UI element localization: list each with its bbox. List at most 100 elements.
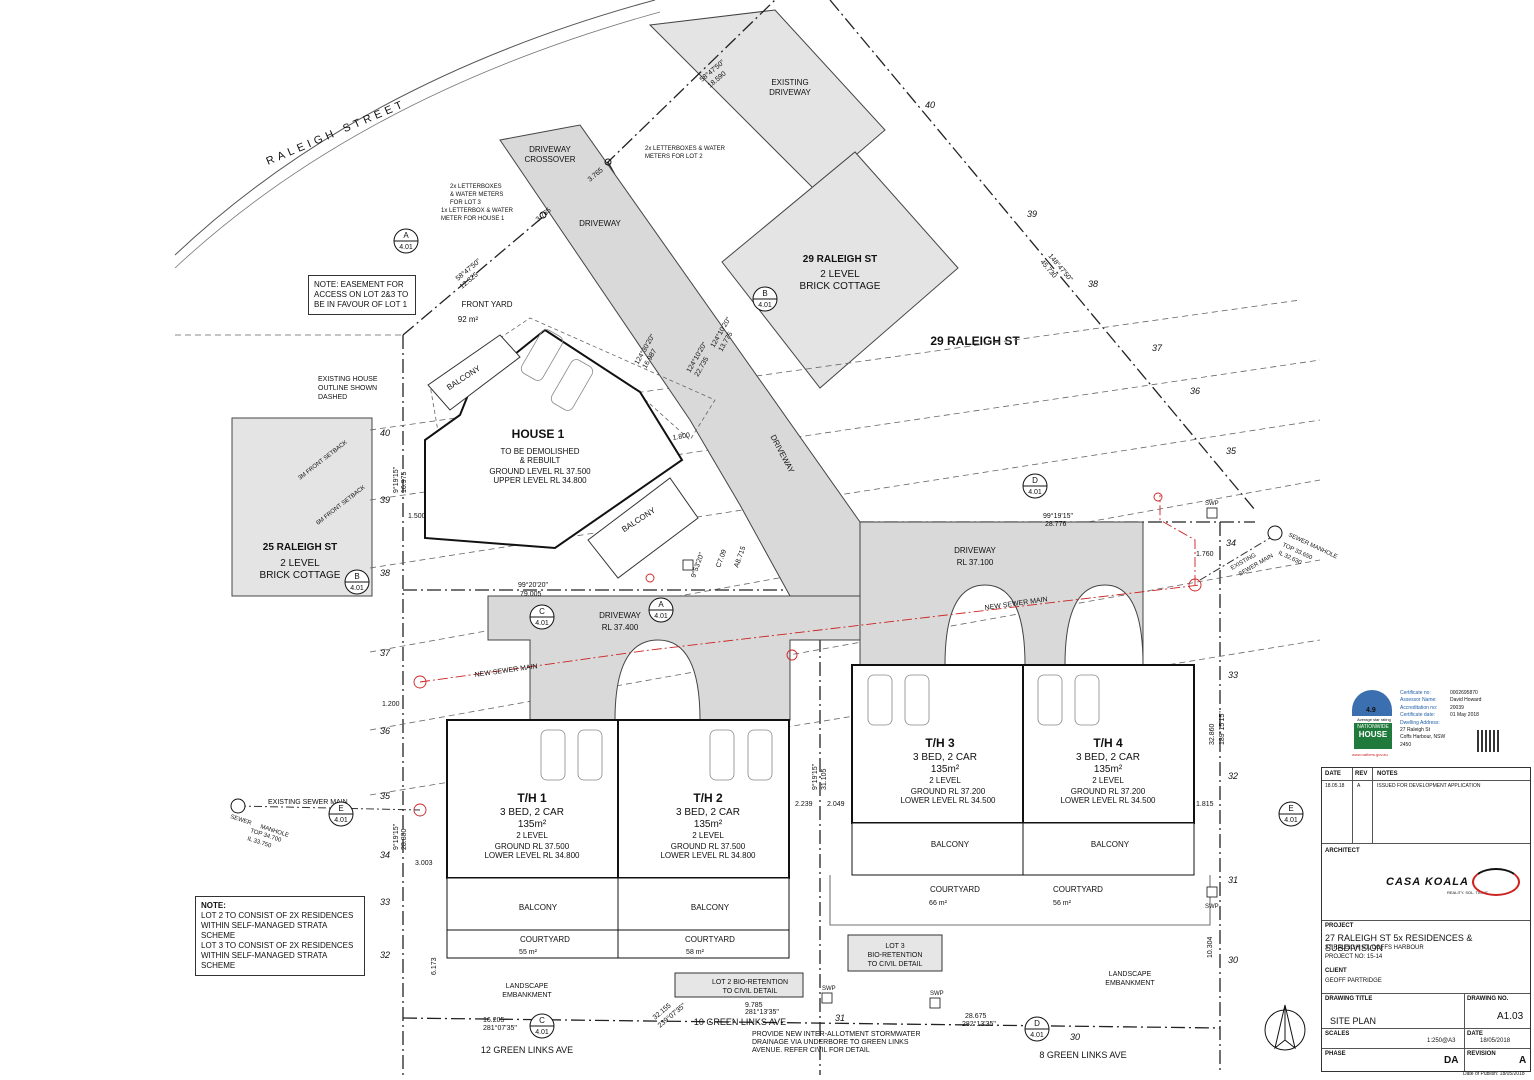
th-4-l4: LOWER LEVEL RL 34.500: [1060, 796, 1156, 805]
th-1-l4: LOWER LEVEL RL 34.800: [484, 851, 580, 860]
nathers-stars-icon: [1352, 690, 1392, 716]
front-yard-area: 92 m²: [458, 315, 479, 324]
th-2-area: 135m²: [694, 819, 723, 830]
house-1-l4: UPPER LEVEL RL 34.800: [493, 476, 587, 485]
svg-text:1.760: 1.760: [1196, 551, 1214, 558]
tb-revision-header: REVISION: [1467, 1051, 1496, 1057]
driveway-label: DRIVEWAY: [579, 219, 621, 228]
section-marker-c-bottom: C 4.01: [529, 1013, 555, 1039]
stormwater-2: DRAINAGE VIA UNDERBORE TO GREEN LINKS: [752, 1039, 909, 1046]
landscape-left-1: LANDSCAPE: [506, 983, 549, 990]
nathers-value: 2450: [1400, 741, 1412, 748]
th-3-l1: 3 BED, 2 CAR: [913, 752, 977, 763]
tb-scales: 1:250@A3: [1427, 1038, 1456, 1044]
th-4-l3: GROUND RL 37.200: [1071, 787, 1146, 796]
letterbox-lot3-3: FOR LOT 3: [450, 200, 482, 206]
courtyard-outline-right: [829, 875, 1211, 926]
tb-drawing-no: A1.03: [1497, 1011, 1524, 1022]
lot2-bio-2: TO CIVIL DETAIL: [723, 988, 778, 995]
svg-text:282°13'35": 282°13'35": [962, 1020, 996, 1028]
svg-text:A8.715: A8.715: [733, 545, 747, 568]
svg-text:A: A: [658, 600, 664, 609]
house-29-line2: BRICK COTTAGE: [800, 281, 881, 292]
green-links-12: 12 GREEN LINKS AVE: [481, 1045, 573, 1055]
svg-text:4.01: 4.01: [535, 1029, 549, 1036]
driveway-left-label: DRIVEWAY: [599, 611, 641, 620]
letterbox-lot2-1: 2x LETTERBOXES & WATER: [645, 146, 726, 152]
th-3-balcony: BALCONY: [931, 840, 970, 849]
svg-text:38: 38: [1088, 279, 1098, 289]
svg-text:3.765: 3.765: [535, 207, 553, 224]
tb-mid-rule: [1464, 993, 1465, 1071]
swp-label-1: SWP: [1205, 501, 1219, 507]
stormwater-1: PROVIDE NEW INTER-ALLOTMENT STORMWATER: [752, 1031, 921, 1038]
tb-rule: [1322, 843, 1530, 844]
qr-code-icon: [1477, 730, 1499, 752]
tb-revision: A: [1519, 1055, 1527, 1066]
th-3-l3: GROUND RL 37.200: [911, 787, 986, 796]
section-marker-c-top: C 4.01: [529, 604, 555, 630]
tb-project-header: PROJECT: [1325, 923, 1354, 929]
svg-text:30: 30: [1228, 955, 1238, 965]
swp-label-2: SWP: [1205, 904, 1219, 910]
svg-text:35: 35: [380, 791, 391, 801]
svg-text:38: 38: [380, 568, 390, 578]
svg-text:6.173: 6.173: [431, 957, 438, 975]
section-marker-b-29: B 4.01: [752, 286, 778, 312]
nathers-rating: 4.9: [1366, 707, 1376, 714]
svg-text:4.01: 4.01: [1030, 1032, 1044, 1039]
th-3-courtyard-area: 66 m²: [929, 900, 948, 907]
th-1-courtyard-area: 55 m²: [519, 949, 538, 956]
nathers-value: 20039: [1450, 704, 1464, 711]
title-block: DATE REV NOTES 18.05.18 A ISSUED FOR DEV…: [1321, 767, 1531, 1072]
nathers-value: 27 Raleigh St: [1400, 727, 1431, 734]
lot2-bio-1: LOT 2 BIO-RETENTION: [712, 979, 788, 986]
car-outlines: [520, 329, 1100, 781]
stormwater-3: AVENUE. REFER CIVIL FOR DETAIL: [752, 1047, 870, 1054]
existing-sewer-left: [237, 805, 421, 811]
svg-text:34: 34: [1226, 538, 1236, 548]
svg-text:35: 35: [1226, 446, 1237, 456]
lot-29-label: 29 RALEIGH ST: [930, 334, 1020, 348]
existing-outline-2: OUTLINE SHOWN: [318, 385, 377, 392]
th-2-name: T/H 2: [693, 791, 723, 805]
svg-text:E: E: [338, 804, 343, 813]
th-2-l1: 3 BED, 2 CAR: [676, 807, 740, 818]
th-1-name: T/H 1: [517, 791, 547, 805]
svg-text:4.01: 4.01: [1284, 817, 1298, 824]
nathers-logo-1: NATIONWIDE: [1357, 724, 1389, 730]
th-1-area: 135m²: [518, 819, 547, 830]
tb-project: 27 RALEIGH ST 5x RESIDENCES & SUBDIVISIO…: [1325, 933, 1473, 953]
tb-architect-header: ARCHITECT: [1325, 848, 1360, 854]
lots-note-line-2: WITHIN SELF-MANAGED STRATA SCHEME: [201, 921, 327, 940]
tb-rule: [1322, 780, 1530, 781]
svg-text:C: C: [539, 607, 545, 616]
nathers-row: Assessor Name:David Howard: [1400, 697, 1490, 704]
svg-text:36: 36: [1190, 386, 1200, 396]
svg-text:40: 40: [925, 100, 935, 110]
swp-label-3: SWP: [822, 986, 836, 992]
svg-text:1.500: 1.500: [408, 513, 426, 520]
svg-text:37: 37: [1152, 343, 1163, 353]
easement-line-3: BE IN FAVOUR OF LOT 1: [314, 300, 408, 309]
th-3-courtyard: COURTYARD: [930, 885, 980, 894]
tb-phase: DA: [1444, 1055, 1459, 1066]
nathers-value: 0002695870: [1450, 690, 1478, 696]
tb-phase-header: PHASE: [1325, 1051, 1346, 1057]
tb-col-rule-1: [1352, 768, 1353, 843]
sewer-manhole-right: [1267, 525, 1283, 541]
th-3-area: 135m²: [931, 764, 960, 775]
lot3-bio-box: [847, 934, 943, 972]
new-sewer-label-left: NEW SEWER MAIN: [474, 663, 538, 679]
tb-project-no: PROJECT NO: 15-14: [1325, 954, 1383, 960]
existing-driveway-label-2: DRIVEWAY: [769, 88, 811, 97]
tb-rule: [1322, 1048, 1530, 1049]
th-4-l2: 2 LEVEL: [1092, 776, 1124, 785]
svg-text:B: B: [354, 572, 359, 581]
tb-date2: 18/05/2018: [1480, 1038, 1511, 1044]
tb-date: 18.05.18: [1325, 783, 1345, 789]
house-25-outline: [231, 417, 373, 597]
house-29-label: 29 RALEIGH ST: [803, 254, 877, 265]
sewer-manhole-left: [230, 798, 246, 814]
existing-driveway-29: [648, 9, 886, 191]
